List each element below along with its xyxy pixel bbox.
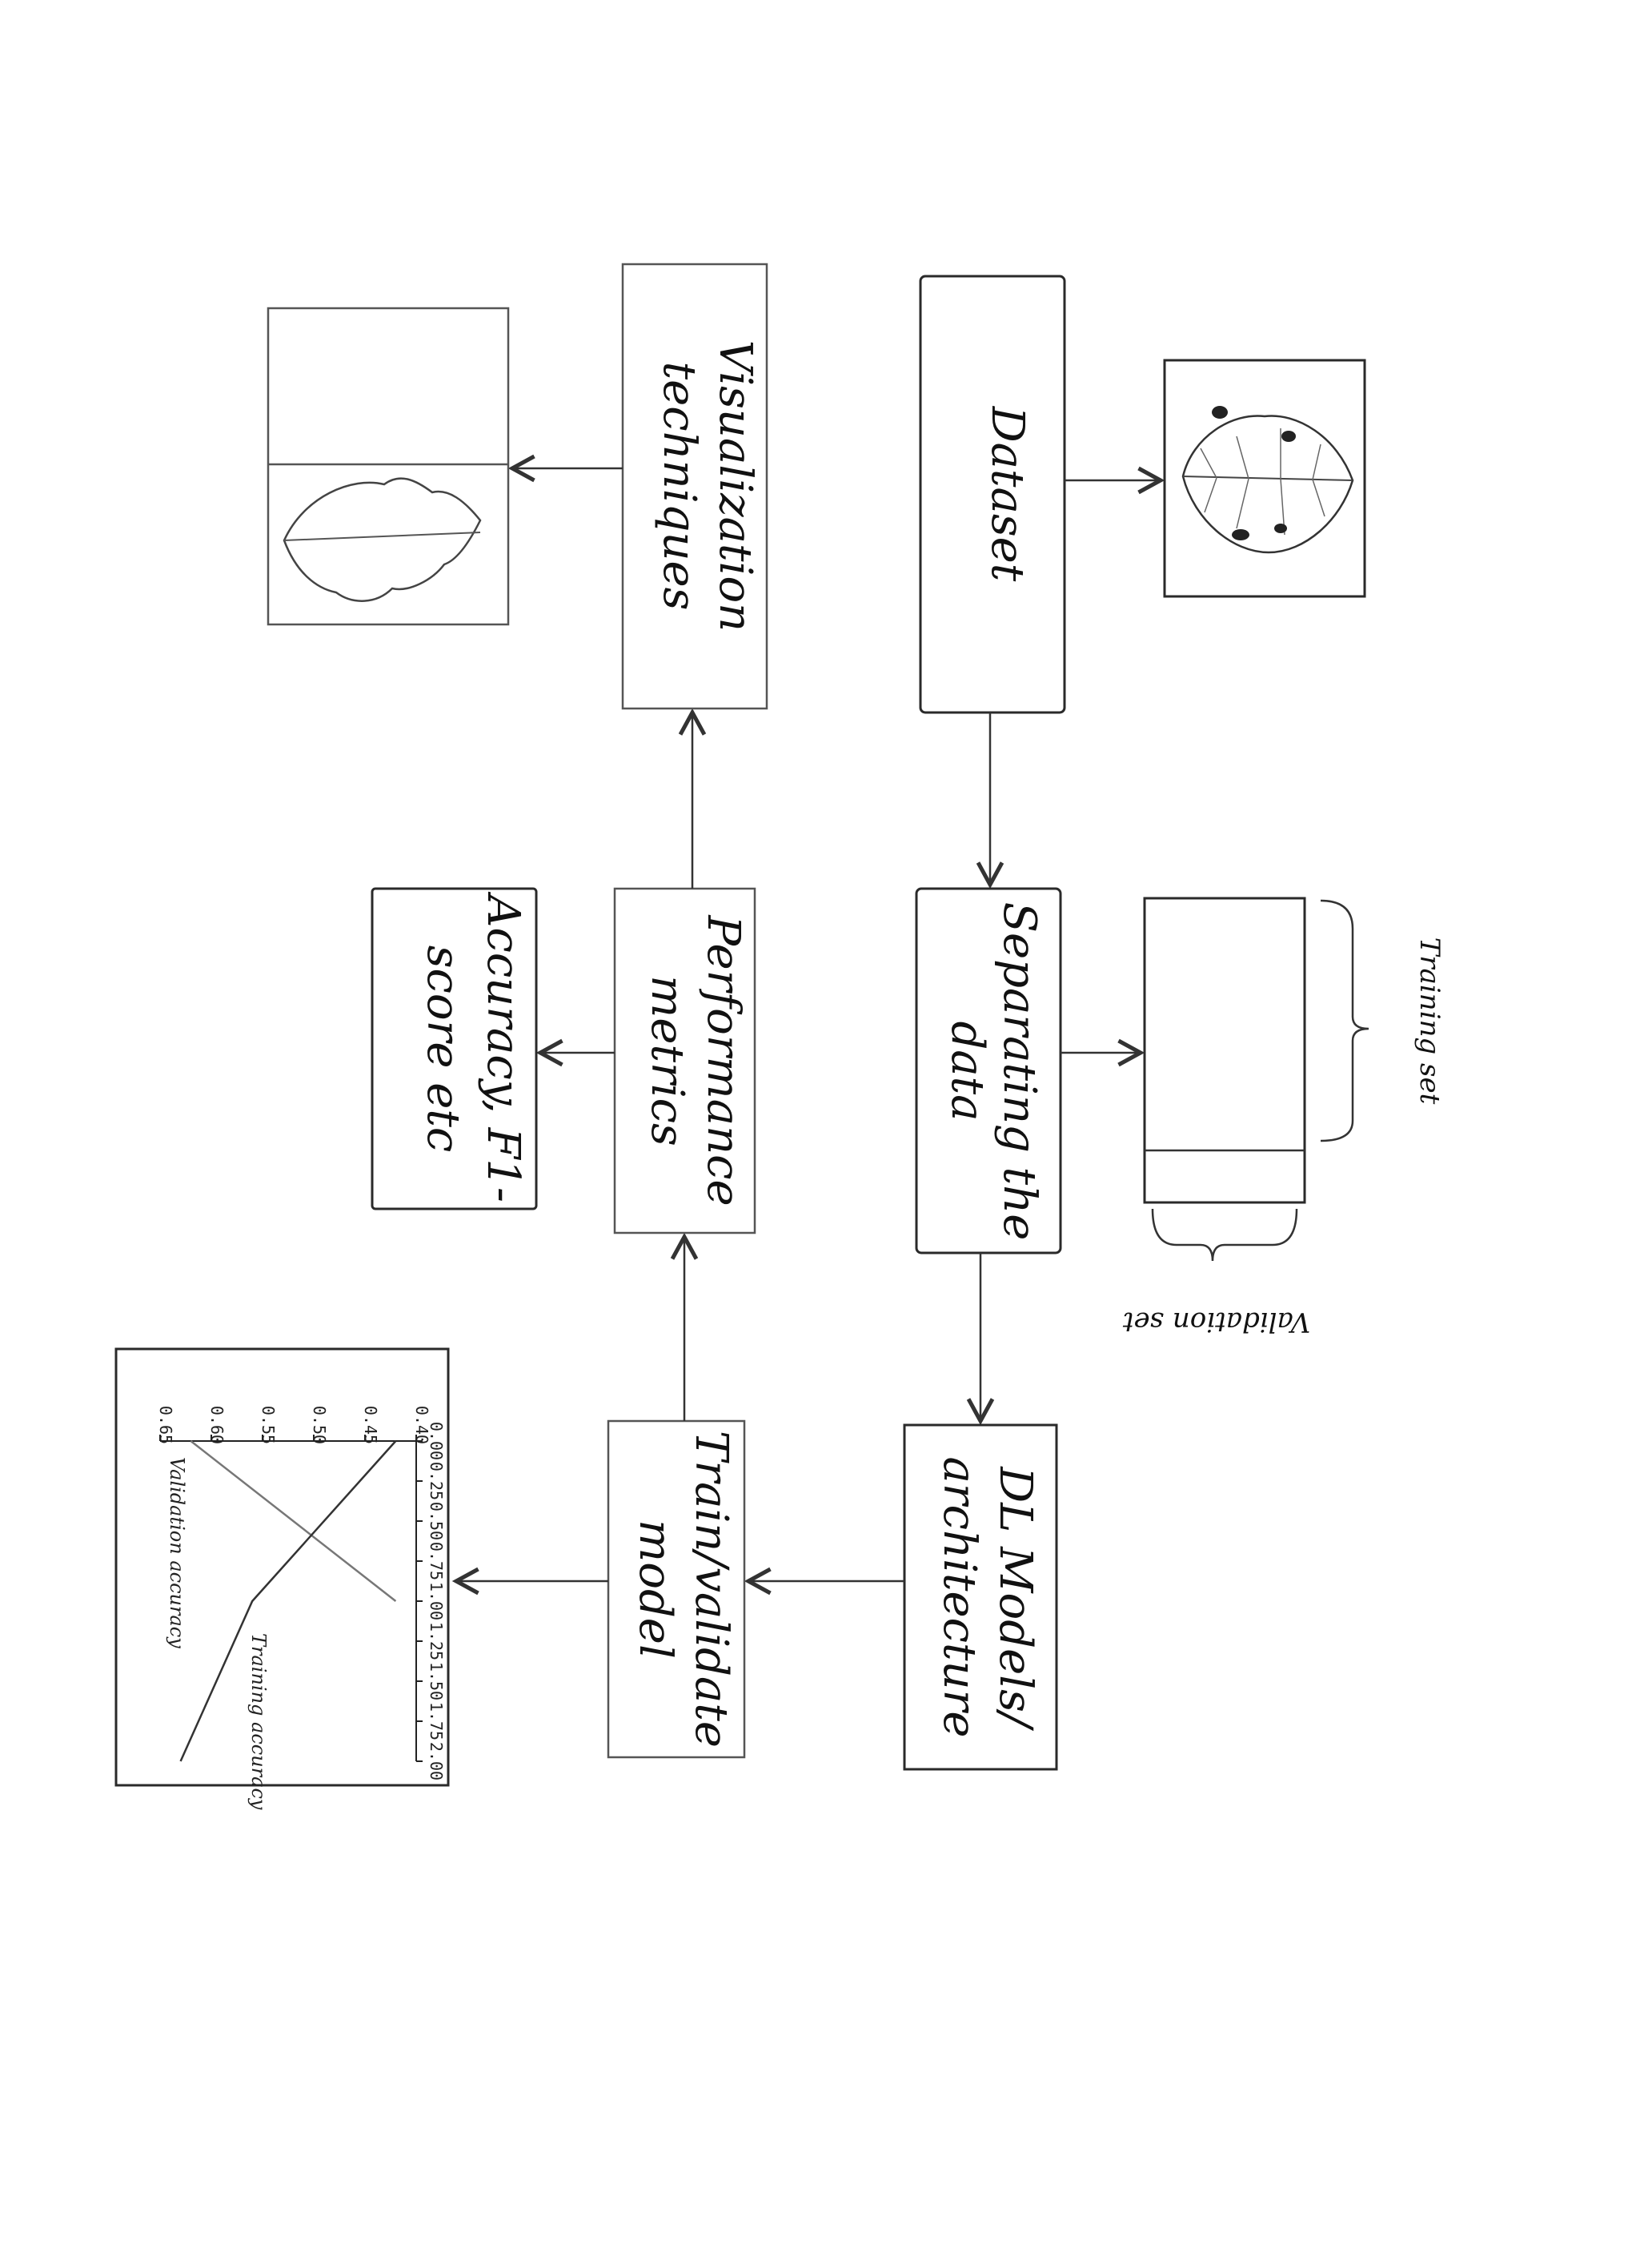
dataset-label: Dataset — [981, 406, 1033, 582]
chart-x-tick-label: 2.00 — [427, 1742, 446, 1780]
dl-model-box — [903, 1423, 1058, 1771]
chart-x-tick-label: 0.25 — [427, 1462, 446, 1500]
split-bar — [1143, 897, 1306, 1204]
validation-brace — [1151, 1208, 1298, 1262]
chart-x-tick-label: 1.00 — [427, 1582, 446, 1620]
accuracy-chart: 0.00 0.25 0.50 0.75 1.00 1.25 1.50 1.75 2.00 0.40… — [114, 1347, 450, 1810]
dl-model-label-line1: DL Models/ — [989, 1466, 1041, 1732]
chart-x-tick-label: 1.50 — [427, 1662, 446, 1700]
chart-series-line — [190, 1440, 397, 1602]
chart-y-tick-label: 0.55 — [259, 1406, 278, 1444]
chart-y-tick-label: 0.40 — [412, 1406, 431, 1444]
dl-model-label-line2: architecture — [933, 1457, 985, 1738]
leaf-outline-icon — [283, 477, 482, 602]
chart-y-tick-label: 0.45 — [361, 1406, 380, 1444]
training-set-label: Training set — [1413, 937, 1446, 1105]
diseased-leaf-icon — [1181, 406, 1354, 554]
visualization-label-line2: techniques — [653, 362, 705, 611]
chart-x-tick-label: 0.00 — [427, 1422, 446, 1460]
chart-x-tick-label: 0.50 — [427, 1502, 446, 1540]
chart-x-tick-label: 1.75 — [427, 1702, 446, 1740]
chart-y-tick-label: 0.60 — [207, 1406, 227, 1444]
chart-annotation: Validation accuracy — [166, 1457, 188, 1648]
chart-y-tick-label: 0.65 — [156, 1406, 175, 1444]
separating-label-line2: data — [941, 1021, 993, 1121]
performance-label-line1: Performance — [697, 914, 749, 1206]
performance-label-line2: metrics — [641, 975, 693, 1146]
separating-label-line1: Separating the — [993, 902, 1045, 1241]
chart-annotation: Training accuracy — [247, 1633, 270, 1810]
chart-y-tick-label: 0.50 — [310, 1406, 329, 1444]
visualization-label-line1: Visualization — [709, 340, 761, 632]
training-brace — [1320, 899, 1369, 1142]
train-label-line1: Train/validate — [685, 1431, 737, 1748]
train-label-line2: model — [629, 1519, 681, 1659]
accuracy-label-line1: Accuracy, F1- — [477, 891, 529, 1202]
accuracy-box — [371, 887, 538, 1210]
chart-x-tick-label: 1.25 — [427, 1622, 446, 1660]
accuracy-label-line2: score etc — [417, 945, 469, 1153]
validation-set-label: Validation set — [1122, 1306, 1310, 1338]
chart-x-tick-label: 0.75 — [427, 1542, 446, 1580]
train-box — [607, 1419, 746, 1759]
separating-box — [915, 887, 1062, 1254]
visualization-box — [621, 263, 768, 710]
chart-series-line — [179, 1440, 397, 1762]
performance-box — [613, 887, 756, 1234]
dataset-box — [919, 275, 1066, 714]
